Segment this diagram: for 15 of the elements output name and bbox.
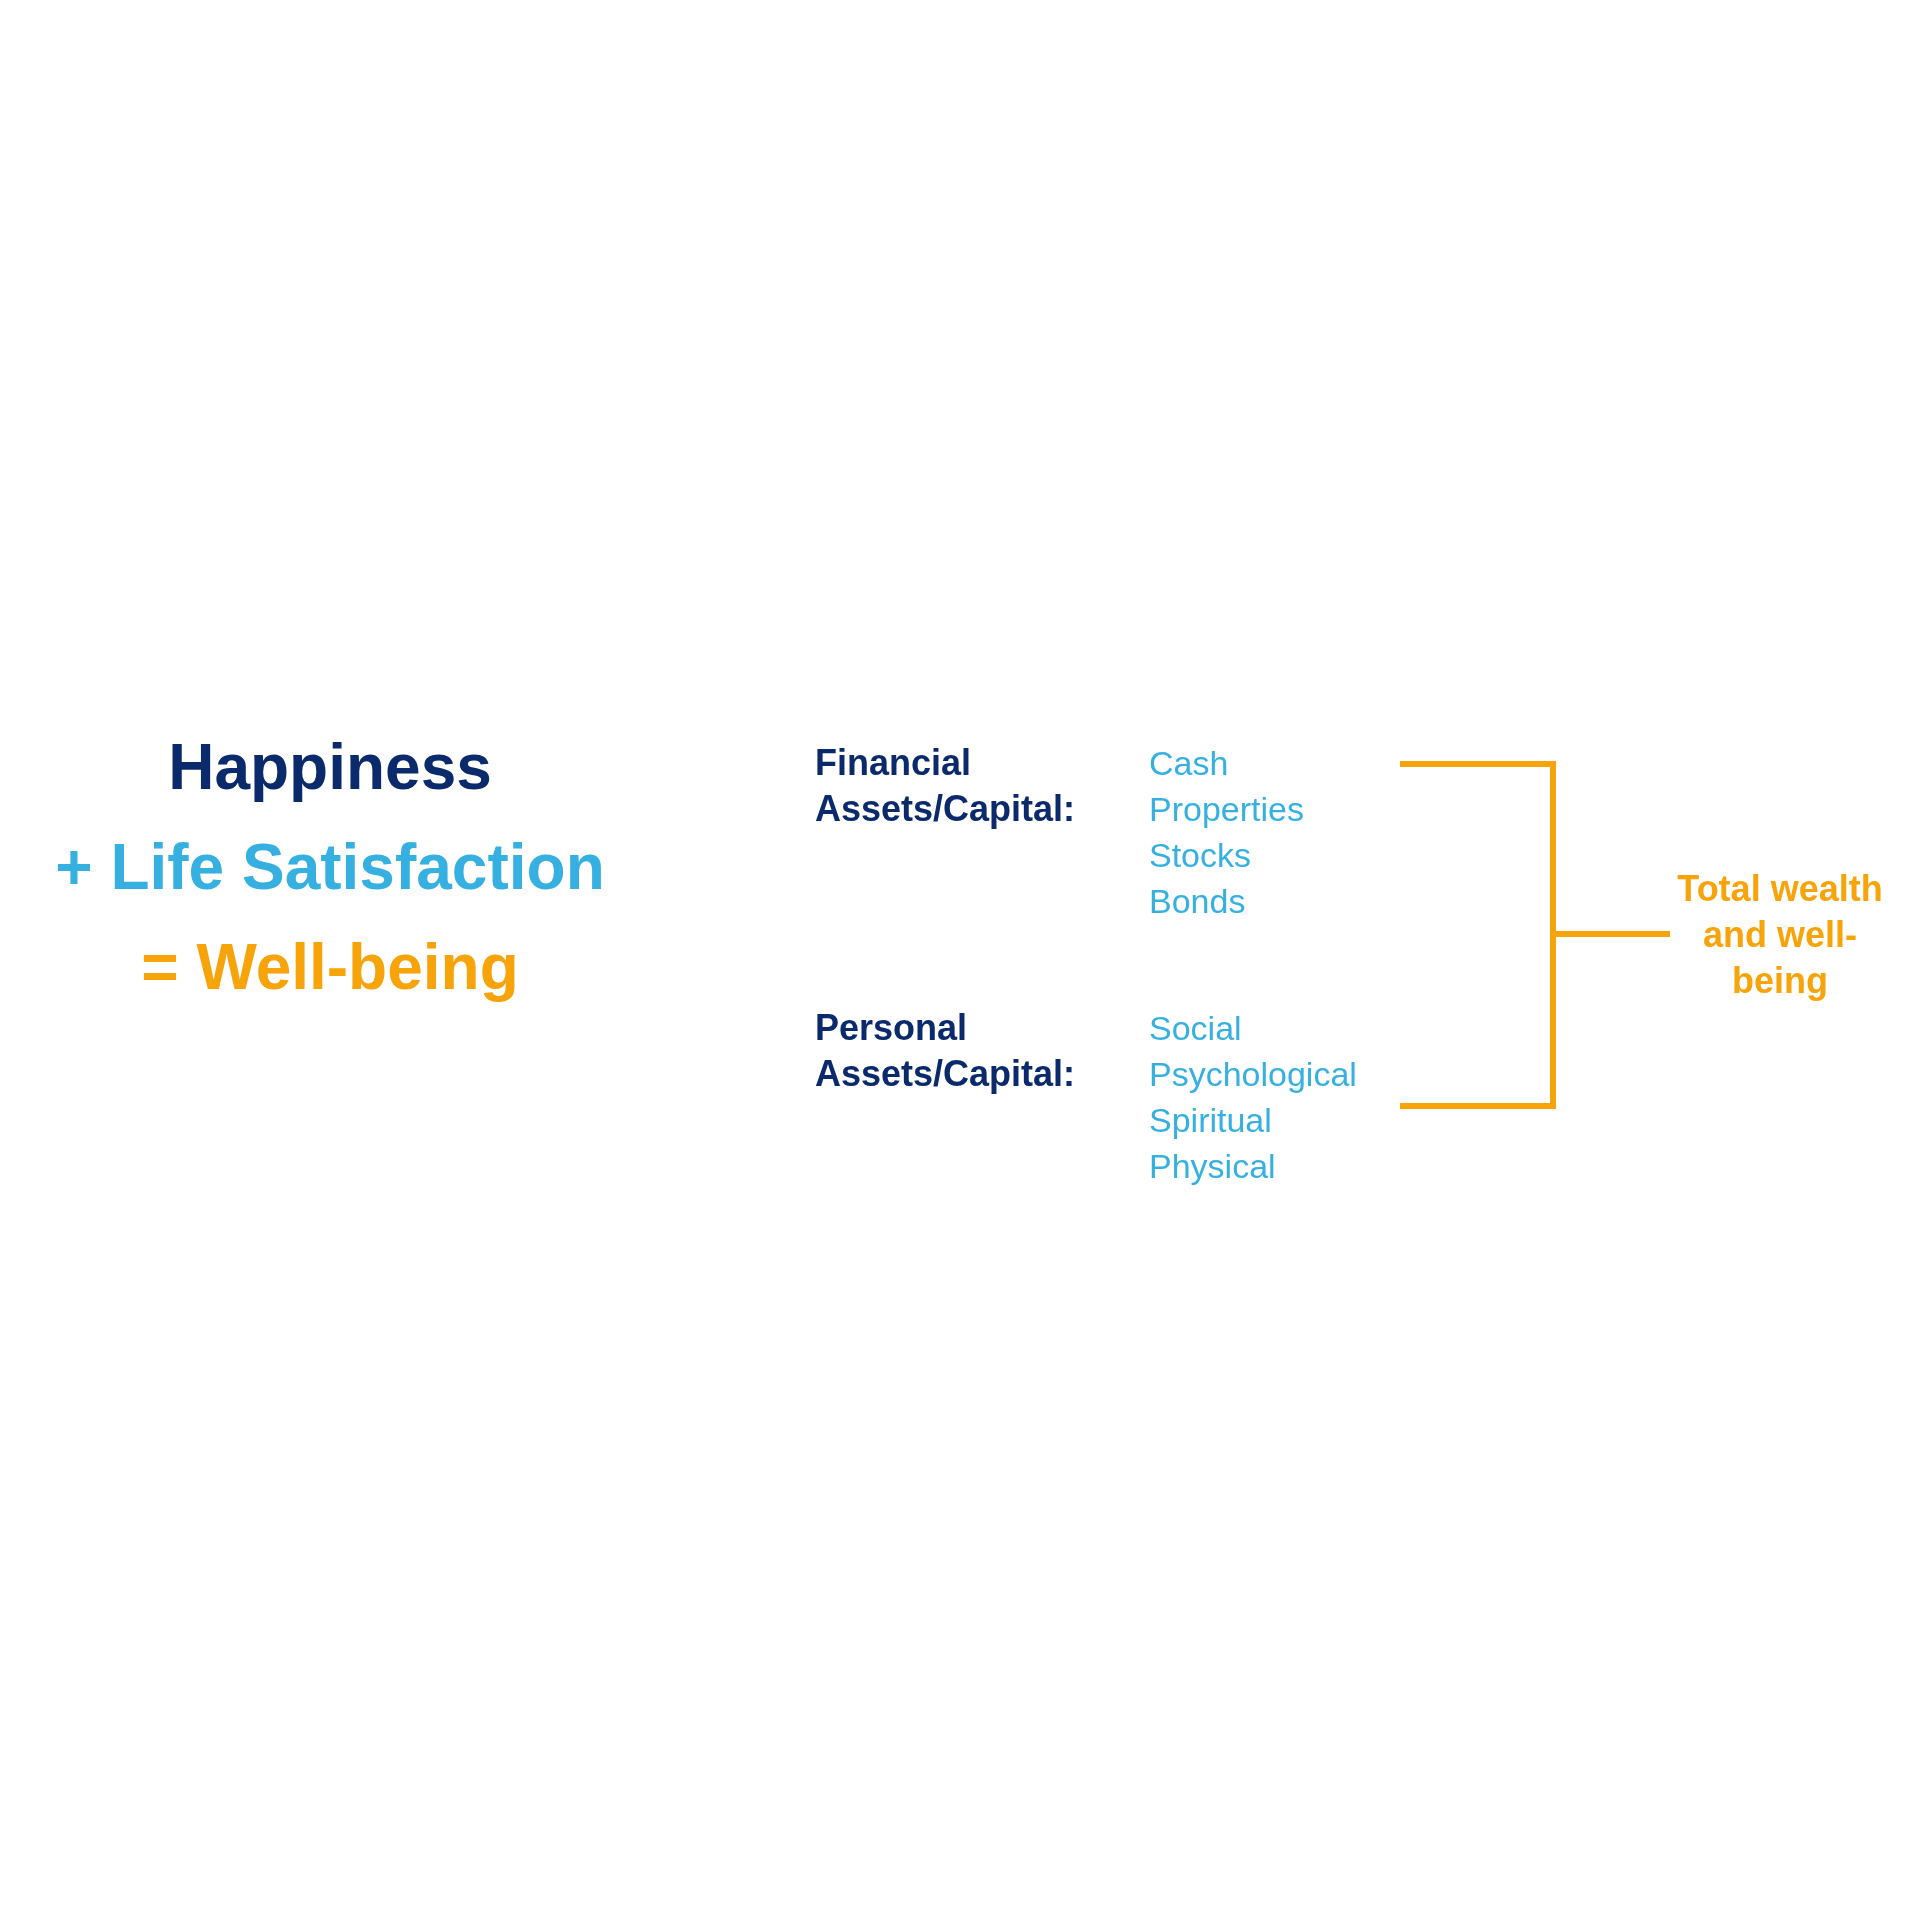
equation-line: Happiness — [168, 730, 492, 804]
list-item: Physical — [1149, 1146, 1277, 1187]
result-label: Total wealth and well-being — [1670, 855, 1890, 1015]
list-item: Stocks — [1149, 835, 1253, 876]
group-heading: Financial Assets/Capital: — [815, 741, 1077, 831]
list-item: Spiritual — [1149, 1100, 1273, 1141]
list-item: Cash — [1149, 743, 1230, 784]
group-heading: Personal Assets/Capital: — [815, 1006, 1077, 1096]
list-item: Properties — [1149, 789, 1304, 830]
list-item: Social — [1149, 1008, 1243, 1049]
list-item: Bonds — [1149, 881, 1247, 922]
equation-line: = Well-being — [141, 930, 519, 1004]
bracket-connector — [1400, 931, 1670, 1109]
equation-line: + Life Satisfaction — [55, 830, 605, 904]
list-item: Psychological — [1149, 1054, 1357, 1095]
